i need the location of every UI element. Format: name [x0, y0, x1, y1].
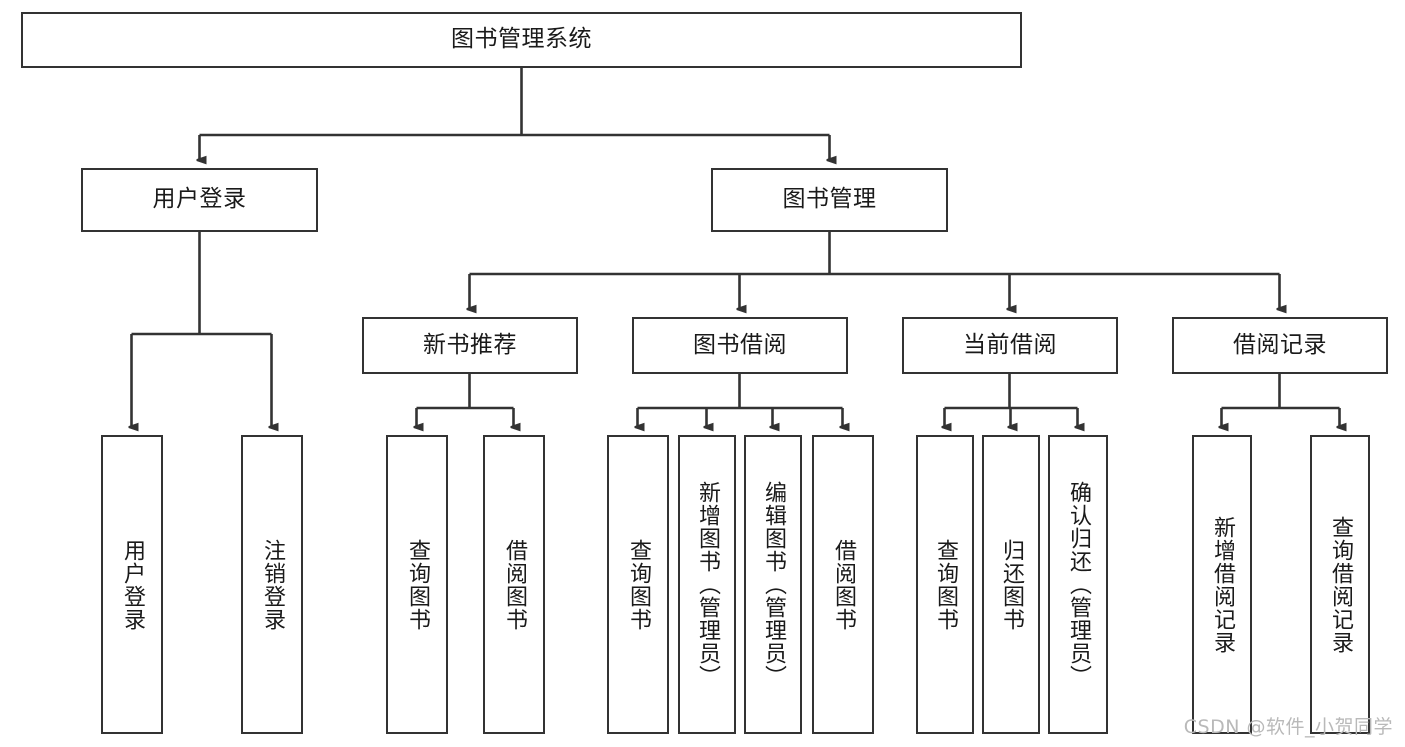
leaf-edit-book-admin[interactable]: 编辑图书（管理员） — [744, 435, 802, 734]
node-book-borrow[interactable]: 图书借阅 — [632, 317, 848, 374]
watermark-text: CSDN @软件_小贺同学 — [1183, 716, 1393, 738]
node-label-current-borrow: 当前借阅 — [963, 331, 1057, 358]
node-book-management[interactable]: 图书管理 — [711, 168, 948, 232]
node-new-book-recommend[interactable]: 新书推荐 — [362, 317, 578, 374]
leaf-query-book-newbook[interactable]: 查询图书 — [386, 435, 448, 734]
leaf-label-return-book: 归还图书 — [998, 538, 1024, 631]
leaf-label-logout: 注销登录 — [259, 538, 285, 631]
node-label-root: 图书管理系统 — [451, 26, 592, 53]
leaf-label-add-borrow-record: 新增借阅记录 — [1209, 515, 1235, 654]
leaf-query-borrow-record[interactable]: 查询借阅记录 — [1310, 435, 1370, 734]
node-label-book-borrow: 图书借阅 — [693, 331, 787, 358]
node-user-login[interactable]: 用户登录 — [81, 168, 318, 232]
node-label-book-management: 图书管理 — [782, 186, 877, 213]
leaf-label-confirm-return-admin: 确认归还（管理员） — [1065, 481, 1091, 688]
leaf-query-book-borrow[interactable]: 查询图书 — [607, 435, 669, 734]
leaf-user-login[interactable]: 用户登录 — [101, 435, 163, 734]
leaf-label-edit-book-admin: 编辑图书（管理员） — [760, 481, 786, 688]
node-label-borrow-record: 借阅记录 — [1233, 331, 1327, 358]
leaf-add-book-admin[interactable]: 新增图书（管理员） — [678, 435, 736, 734]
node-borrow-record[interactable]: 借阅记录 — [1172, 317, 1388, 374]
leaf-label-query-book-borrow: 查询图书 — [625, 538, 651, 631]
node-current-borrow[interactable]: 当前借阅 — [902, 317, 1118, 374]
leaf-label-query-book-current: 查询图书 — [932, 538, 958, 631]
leaf-logout[interactable]: 注销登录 — [241, 435, 303, 734]
node-label-user-login: 用户登录 — [152, 186, 247, 213]
node-root-system[interactable]: 图书管理系统 — [21, 12, 1022, 68]
leaf-label-borrow-book-borrow: 借阅图书 — [830, 538, 856, 631]
leaf-return-book[interactable]: 归还图书 — [982, 435, 1040, 734]
node-label-new-book-recommend: 新书推荐 — [423, 331, 517, 358]
leaf-label-query-book-newbook: 查询图书 — [404, 538, 430, 631]
leaf-confirm-return-admin[interactable]: 确认归还（管理员） — [1048, 435, 1108, 734]
leaf-add-borrow-record[interactable]: 新增借阅记录 — [1192, 435, 1252, 734]
leaf-borrow-book-borrow[interactable]: 借阅图书 — [812, 435, 874, 734]
leaf-label-borrow-book-newbook: 借阅图书 — [501, 538, 527, 631]
leaf-label-query-borrow-record: 查询借阅记录 — [1327, 515, 1353, 654]
leaf-borrow-book-newbook[interactable]: 借阅图书 — [483, 435, 545, 734]
leaf-query-book-current[interactable]: 查询图书 — [916, 435, 974, 734]
leaf-label-add-book-admin: 新增图书（管理员） — [694, 481, 720, 688]
leaf-label-user-login: 用户登录 — [119, 538, 145, 631]
